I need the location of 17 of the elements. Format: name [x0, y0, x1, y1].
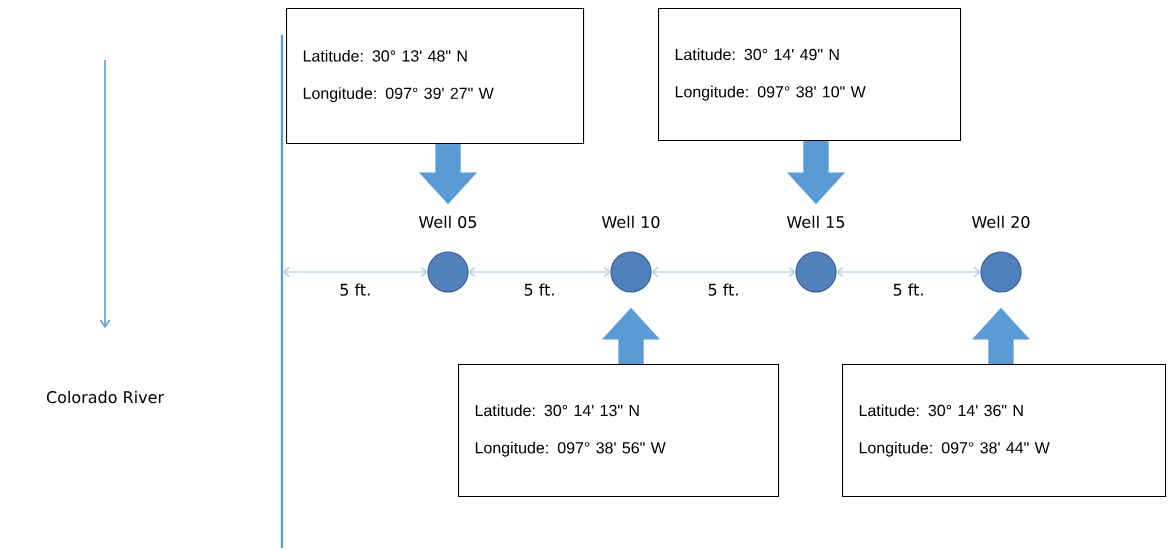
edge-label: 5 ft. — [524, 283, 554, 296]
coordinate-box: Latitude: 30° 14' 13" N Longitude: 097° 38' 56" W — [458, 364, 780, 498]
dimension-line — [283, 266, 428, 278]
dimension-line — [836, 266, 981, 278]
node-label: Well 05 — [419, 215, 477, 229]
node-label: Well 10 — [602, 215, 660, 229]
edge-label: 5 ft. — [893, 283, 923, 296]
coordinate-box: Latitude: 30° 14' 36" N Longitude: 097° 38' 44" W — [842, 364, 1167, 498]
dimension-line — [651, 266, 796, 278]
river-label: Colorado River — [46, 390, 165, 404]
edge-label: 5 ft. — [708, 283, 738, 296]
node-label: Well 15 — [786, 215, 845, 229]
dimension-line — [468, 266, 611, 278]
node-label: Well 20 — [971, 215, 1030, 229]
edge-label: 5 ft. — [340, 283, 370, 296]
coordinate-box: Latitude: 30° 13' 48" N Longitude: 097° 39' 27" W — [286, 8, 585, 145]
coordinate-box: Latitude: 30° 14' 49" N Longitude: 097° 38' 10" W — [658, 8, 962, 142]
